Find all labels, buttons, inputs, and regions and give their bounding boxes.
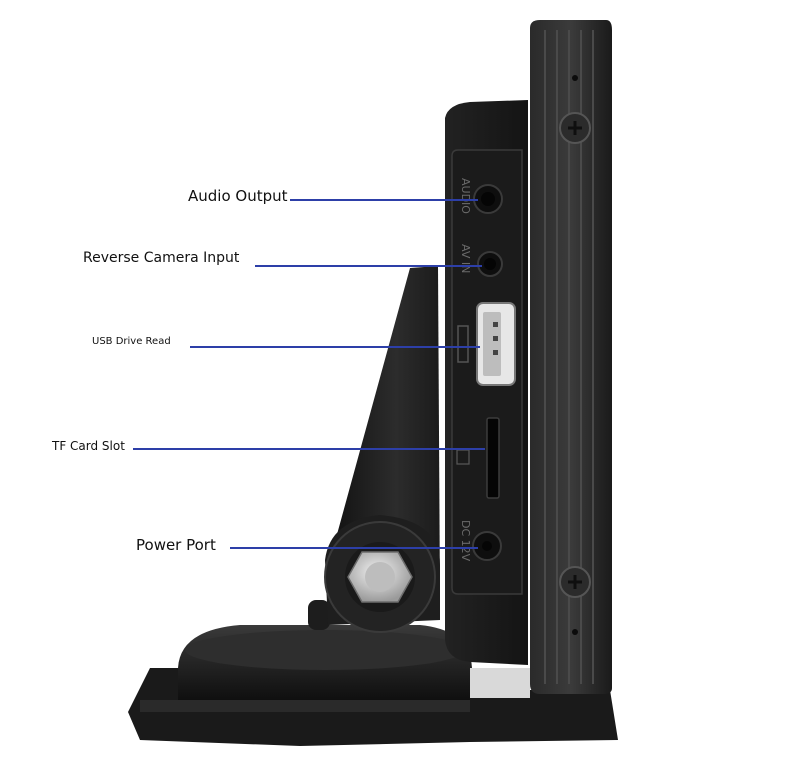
screw-bottom-icon [559, 566, 591, 598]
power-port-label: Power Port [136, 536, 216, 554]
suction-base [128, 600, 618, 746]
screw-top-icon [559, 112, 591, 144]
tf-card-slot-label: TF Card Slot [52, 439, 125, 453]
leader-lines [133, 199, 485, 549]
reverse-camera-input-label: Reverse Camera Input [83, 250, 240, 266]
dc-power-jack-icon [472, 531, 502, 561]
audio-marking: AUDIO [459, 178, 472, 214]
usb-port-icon [457, 302, 516, 386]
audio-output-label: Audio Output [188, 187, 288, 205]
stand-arm [324, 266, 440, 633]
usb-drive-read-label: USB Drive Read [92, 336, 171, 347]
av-in-marking: AV IN [459, 244, 472, 273]
screen-body [530, 20, 612, 694]
av-in-jack-icon [477, 251, 503, 277]
dc-marking: DC 12V [459, 520, 472, 562]
audio-jack-icon [473, 184, 503, 214]
